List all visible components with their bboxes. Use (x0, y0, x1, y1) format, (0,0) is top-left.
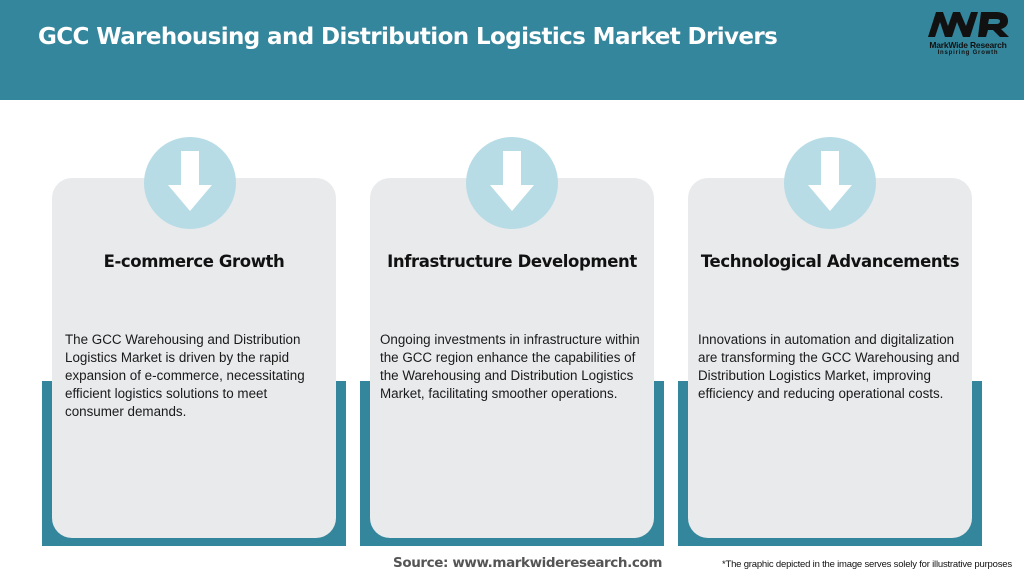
page-title: GCC Warehousing and Distribution Logisti… (38, 24, 778, 50)
card-title: Infrastructure Development (387, 252, 637, 271)
header-banner: GCC Warehousing and Distribution Logisti… (0, 0, 1024, 100)
driver-card-technology (688, 178, 972, 538)
disclaimer-note: *The graphic depicted in the image serve… (722, 559, 1012, 570)
logo-name: MarkWide Research (929, 40, 1007, 50)
arrow-down-icon (168, 151, 212, 211)
card-description: The GCC Warehousing and Distribution Log… (65, 332, 305, 419)
logo: MarkWide Research Inspiring Growth (922, 10, 1014, 58)
source-credit: Source: www.markwideresearch.com (393, 555, 662, 571)
driver-card-ecommerce (52, 178, 336, 538)
icon-circle-3 (784, 137, 876, 229)
driver-card-infrastructure (370, 178, 654, 538)
card-description: Innovations in automation and digitaliza… (698, 332, 960, 401)
icon-circle-1 (144, 137, 236, 229)
arrow-down-icon (490, 151, 534, 211)
card-description: Ongoing investments in infrastructure wi… (380, 332, 640, 401)
card-title: Technological Advancements (700, 252, 960, 271)
card-title: E-commerce Growth (103, 252, 285, 271)
logo-tagline: Inspiring Growth (937, 50, 999, 56)
icon-circle-2 (466, 137, 558, 229)
arrow-down-icon (808, 151, 852, 211)
mwr-logo-icon (928, 12, 1009, 37)
